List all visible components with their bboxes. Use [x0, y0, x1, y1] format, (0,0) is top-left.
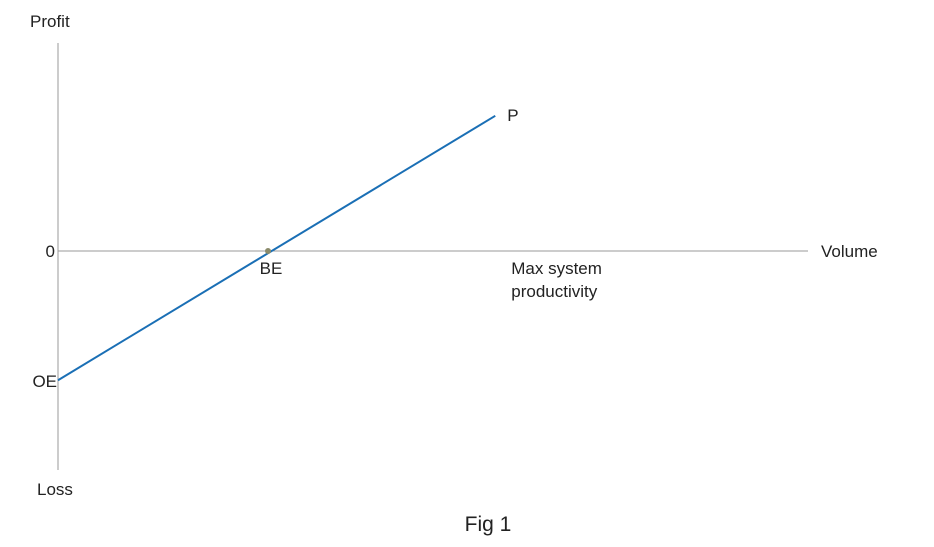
figure-caption: Fig 1 [465, 513, 512, 536]
x-axis-label-volume: Volume [821, 242, 878, 261]
point-label-p: P [507, 106, 518, 125]
point-label-be: BE [260, 259, 283, 278]
max-system-productivity-label-line2: productivity [511, 282, 597, 301]
y-axis-label-loss: Loss [37, 480, 73, 499]
profit-line [57, 114, 496, 382]
max-system-productivity-label-line1: Max system [511, 259, 602, 278]
point-label-oe: OE [32, 372, 57, 391]
y-axis-label-profit: Profit [30, 12, 70, 31]
y-zero-tick-label: 0 [46, 242, 55, 261]
break-even-point-marker [265, 248, 271, 254]
